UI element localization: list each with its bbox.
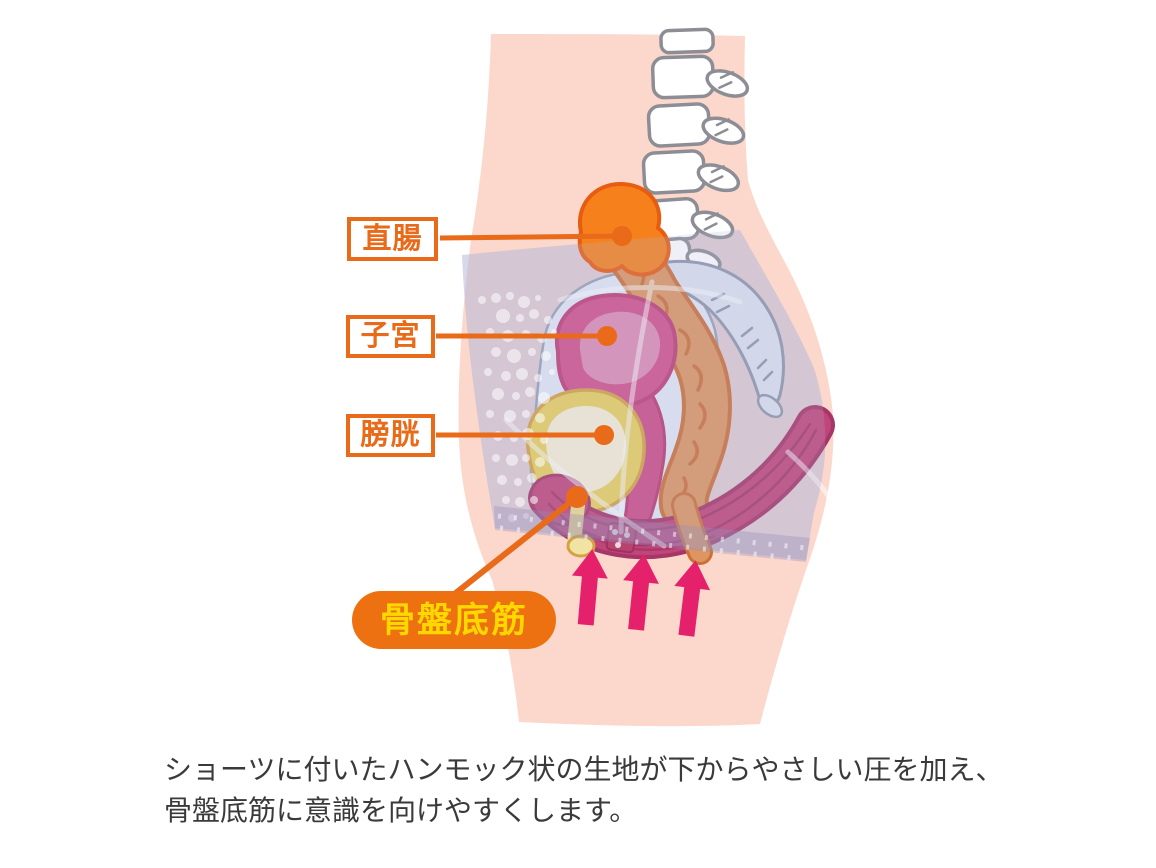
leader-line-rectum xyxy=(439,233,623,241)
label-pelvic-floor: 骨盤底筋 xyxy=(352,591,556,649)
shorts-overlay-veil xyxy=(462,230,826,560)
leader-dot-pelvic-floor xyxy=(566,486,588,508)
caption: ショーツに付いたハンモック状の生地が下からやさしい圧を加え、 骨盤底筋に意識を向… xyxy=(164,749,1064,831)
leader-line-pelvic-floor xyxy=(450,494,579,599)
label-bladder-text: 膀胱 xyxy=(360,419,421,451)
leader-dot-rectum xyxy=(612,226,632,246)
leader-dot-bladder xyxy=(594,425,614,445)
label-rectum-text: 直腸 xyxy=(362,222,423,255)
leader-dot-uterus xyxy=(597,326,617,346)
leader-lines xyxy=(436,233,623,599)
label-pelvic-floor-text: 骨盤底筋 xyxy=(379,600,528,640)
up-arrow-icon xyxy=(571,549,608,626)
pelvic-outlets xyxy=(566,492,713,565)
label-bladder: 膀胱 xyxy=(346,414,435,457)
caption-line-1: ショーツに付いたハンモック状の生地が下からやさしい圧を加え、 xyxy=(164,754,1004,785)
label-rectum: 直腸 xyxy=(347,217,438,261)
caption-line-2: 骨盤底筋に意識を向けやすくします。 xyxy=(164,795,638,826)
up-arrow-icon xyxy=(623,554,659,631)
leader-dots xyxy=(566,226,632,508)
lift-arrows xyxy=(571,549,711,637)
up-arrow-icon xyxy=(674,560,711,637)
label-uterus-text: 子宮 xyxy=(360,320,421,352)
label-uterus: 子宮 xyxy=(346,315,435,358)
lace-trim xyxy=(494,506,810,562)
